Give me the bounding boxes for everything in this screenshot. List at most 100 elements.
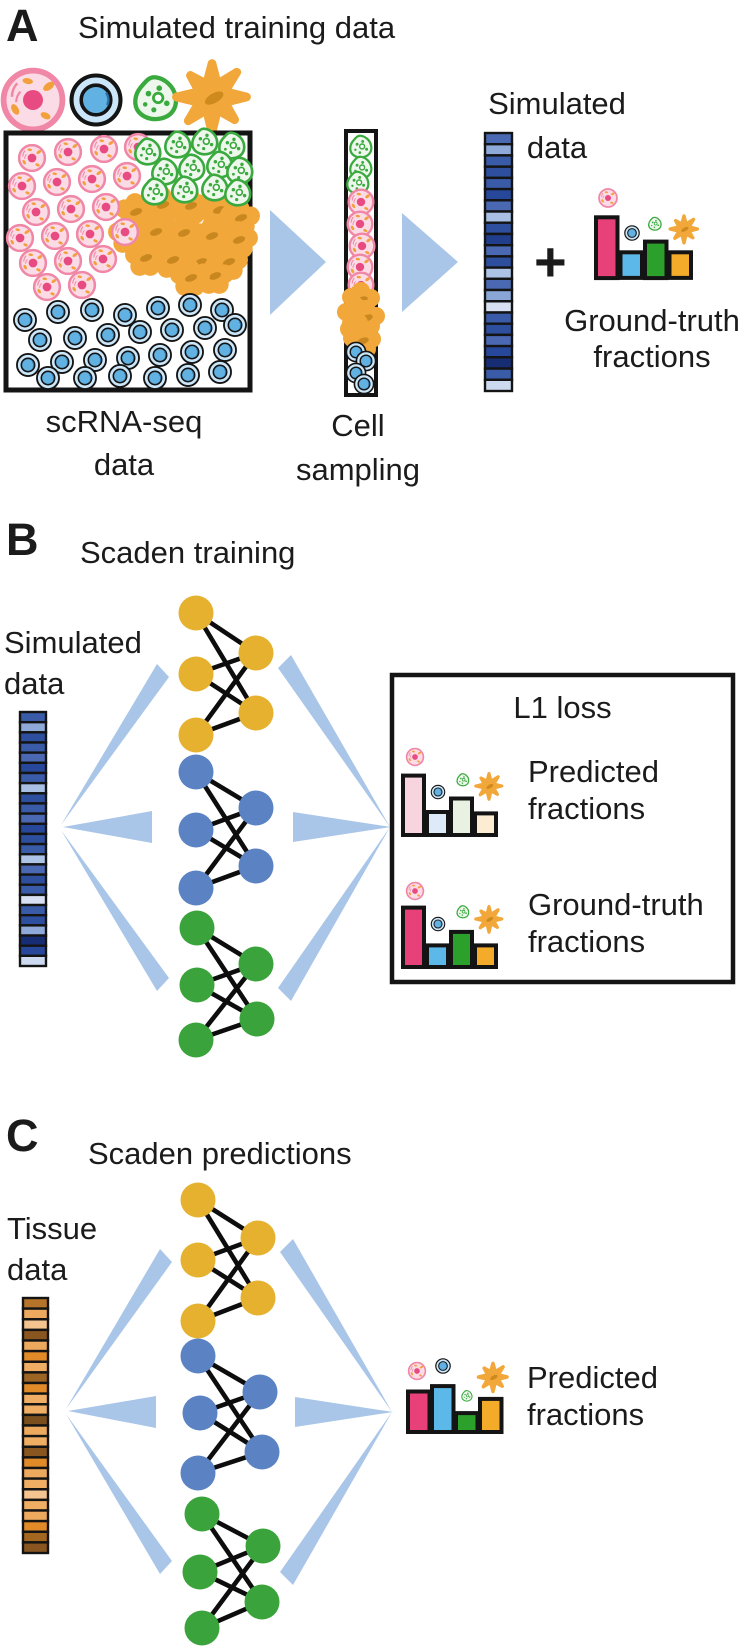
- green-cell-icon: [201, 173, 229, 202]
- pink-cell-icon: [17, 143, 47, 173]
- tissue-heatmap-cell: [21, 1530, 50, 1544]
- simulated-heatmap-b-cell: [18, 771, 48, 785]
- predicted-fractions-c-bar-blue-cell: [430, 1384, 456, 1434]
- blue-cell-icon: [624, 225, 640, 241]
- tissue-heatmap-cell: [21, 1318, 50, 1332]
- pink-cell-icon: [75, 219, 105, 249]
- simulated-heatmap-b-cell: [18, 792, 48, 805]
- blue-cell-icon: [108, 364, 132, 388]
- blue-cell-icon: [148, 343, 172, 367]
- tissue-heatmap-cell: [21, 1328, 50, 1342]
- panel-c-arrows: [66, 1239, 393, 1585]
- pink-cell-icon: [5, 223, 35, 253]
- pink-cell-icon: [18, 248, 48, 278]
- tissue-heatmap-cell: [21, 1488, 50, 1502]
- ground-truth-fractions-b-bar-green-cell: [449, 929, 474, 970]
- panel-b-arrows: [61, 655, 391, 1001]
- predicted-fractions-c-bar-pink-cell: [406, 1389, 432, 1434]
- pink-cell-icon: [112, 161, 142, 191]
- network-node: [179, 910, 215, 946]
- blue-cell-icon: [128, 320, 152, 344]
- blue-cell-icon: [143, 366, 167, 390]
- ground-truth-fractions-chart-b: [401, 905, 498, 970]
- simulated-heatmap-a-cell: [483, 300, 514, 314]
- network-node: [240, 1220, 276, 1256]
- network-node: [180, 1338, 216, 1374]
- arrow-wedge-icon: [66, 1414, 172, 1574]
- network-node: [180, 1455, 216, 1491]
- simulated-heatmap-b-cell: [18, 761, 48, 775]
- pink-cell-icon: [32, 272, 62, 302]
- predicted-fractions-b-bar-pink-cell: [401, 773, 426, 837]
- green-cell-icon: [349, 134, 373, 159]
- simulated-heatmap-b-cell: [18, 934, 48, 947]
- tissue-heatmap-cell: [21, 1519, 50, 1533]
- simulated-heatmap-b-cell: [18, 873, 48, 886]
- network-node: [178, 717, 214, 753]
- pink-cell-icon: [88, 244, 118, 274]
- predicted-fractions-b-bar-yellow-cell: [473, 811, 498, 838]
- tissue-heatmap-cell: [21, 1371, 50, 1385]
- panel-b-letter: B: [6, 514, 39, 565]
- blue-cell-icon: [72, 76, 121, 125]
- network-node: [180, 1242, 216, 1278]
- green-cell-icon: [171, 175, 199, 204]
- simulated-heatmap-a-cell: [483, 255, 514, 269]
- simulated-heatmap-a-cell: [483, 378, 514, 393]
- green-cell-icon: [648, 216, 662, 231]
- network-node: [184, 1496, 220, 1532]
- network-node: [245, 1528, 281, 1564]
- predicted-fractions-b-bar-green-cell: [449, 796, 474, 837]
- arrow-wedge-icon: [280, 1239, 392, 1412]
- simulated-heatmap-a-cell: [483, 356, 514, 370]
- tissue-heatmap-cell: [21, 1541, 50, 1555]
- network-node: [178, 1022, 214, 1058]
- pink-cell-icon: [89, 134, 119, 164]
- pink-cell-icon: [407, 1361, 427, 1381]
- simulated-heatmap-b-cell: [18, 903, 48, 917]
- pink-cell-icon: [53, 246, 83, 276]
- tissue-heatmap-cell: [21, 1424, 50, 1438]
- green-cell-icon: [456, 773, 470, 787]
- blue-cell-icon: [180, 340, 204, 364]
- pink-cell-icon: [42, 167, 72, 197]
- simulated-heatmap-a-cell: [483, 221, 514, 236]
- pink-cell-icon: [21, 197, 51, 227]
- simulated-heatmap-b-cell: [18, 781, 48, 795]
- panel-c-graphics: [21, 1182, 509, 1646]
- blue-cell-icon: [176, 363, 200, 387]
- simulated-heatmap-b-cell: [18, 751, 48, 764]
- network-node: [179, 967, 215, 1003]
- blue-cell-icon: [435, 1358, 451, 1374]
- pink-cell-icon: [405, 747, 425, 767]
- yellow-cell-icon: [668, 214, 700, 245]
- tissue-heatmap-cell: [21, 1466, 50, 1480]
- simulated-heatmap-b-cell: [18, 853, 48, 866]
- network-node: [180, 1182, 216, 1218]
- arrow-wedge-icon: [278, 655, 390, 827]
- blue-cell-icon: [353, 373, 375, 395]
- simulated-heatmap-a-cell: [483, 288, 514, 303]
- green-cell-icon: [461, 1390, 473, 1402]
- pink-cell-icon: [91, 192, 121, 222]
- network-node: [178, 595, 214, 631]
- tissue-heatmap-cell: [21, 1360, 50, 1374]
- network-node: [180, 1303, 216, 1339]
- cell-type-legend: [4, 64, 247, 133]
- tissue-heatmap-cell: [21, 1381, 50, 1395]
- green-cell-icon: [134, 137, 162, 166]
- arrow-wedge-icon: [278, 827, 390, 1001]
- network-node: [182, 1395, 218, 1431]
- network-node: [178, 754, 214, 790]
- panel-c-letter: C: [6, 1110, 39, 1161]
- blue-cell-icon: [213, 338, 237, 362]
- network-node: [238, 790, 274, 826]
- tissue-heatmap-cell: [21, 1339, 50, 1353]
- simulated-heatmap-b-cell: [18, 954, 48, 968]
- network-node: [182, 1554, 218, 1590]
- tissue-heatmap-cell: [21, 1434, 50, 1448]
